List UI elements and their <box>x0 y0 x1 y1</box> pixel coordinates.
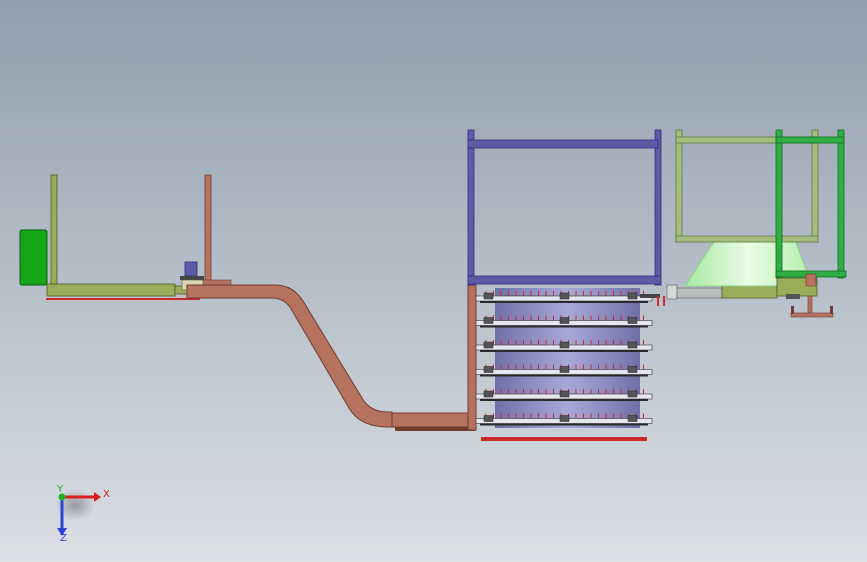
tank-level[interactable] <box>475 291 653 303</box>
y-axis-label: Y <box>56 484 64 495</box>
right-hopper-frame[interactable] <box>675 129 819 243</box>
tank-level[interactable] <box>475 389 653 401</box>
central-multi-level-tank[interactable] <box>475 288 653 441</box>
right-green-frame[interactable] <box>775 129 847 299</box>
tank-level[interactable] <box>475 364 653 377</box>
transfer-duct[interactable] <box>186 284 475 431</box>
y-axis-dot <box>58 493 66 501</box>
base-bracket[interactable] <box>790 295 834 318</box>
x-axis-label: X <box>103 489 110 500</box>
z-axis-label: Z <box>60 533 67 544</box>
z-arrow-head <box>57 528 67 536</box>
tank-base-trim <box>481 437 647 441</box>
blue-support-frame[interactable] <box>467 129 662 286</box>
outlet-duct[interactable] <box>640 284 778 306</box>
tank-level[interactable] <box>475 340 653 352</box>
coordinate-triad: X Y Z <box>55 484 110 544</box>
tank-level[interactable] <box>475 413 653 426</box>
x-arrow-head <box>94 492 101 502</box>
vertical-riser[interactable] <box>467 284 477 431</box>
tank-level[interactable] <box>475 315 653 328</box>
left-control-cabinet[interactable] <box>19 229 48 286</box>
